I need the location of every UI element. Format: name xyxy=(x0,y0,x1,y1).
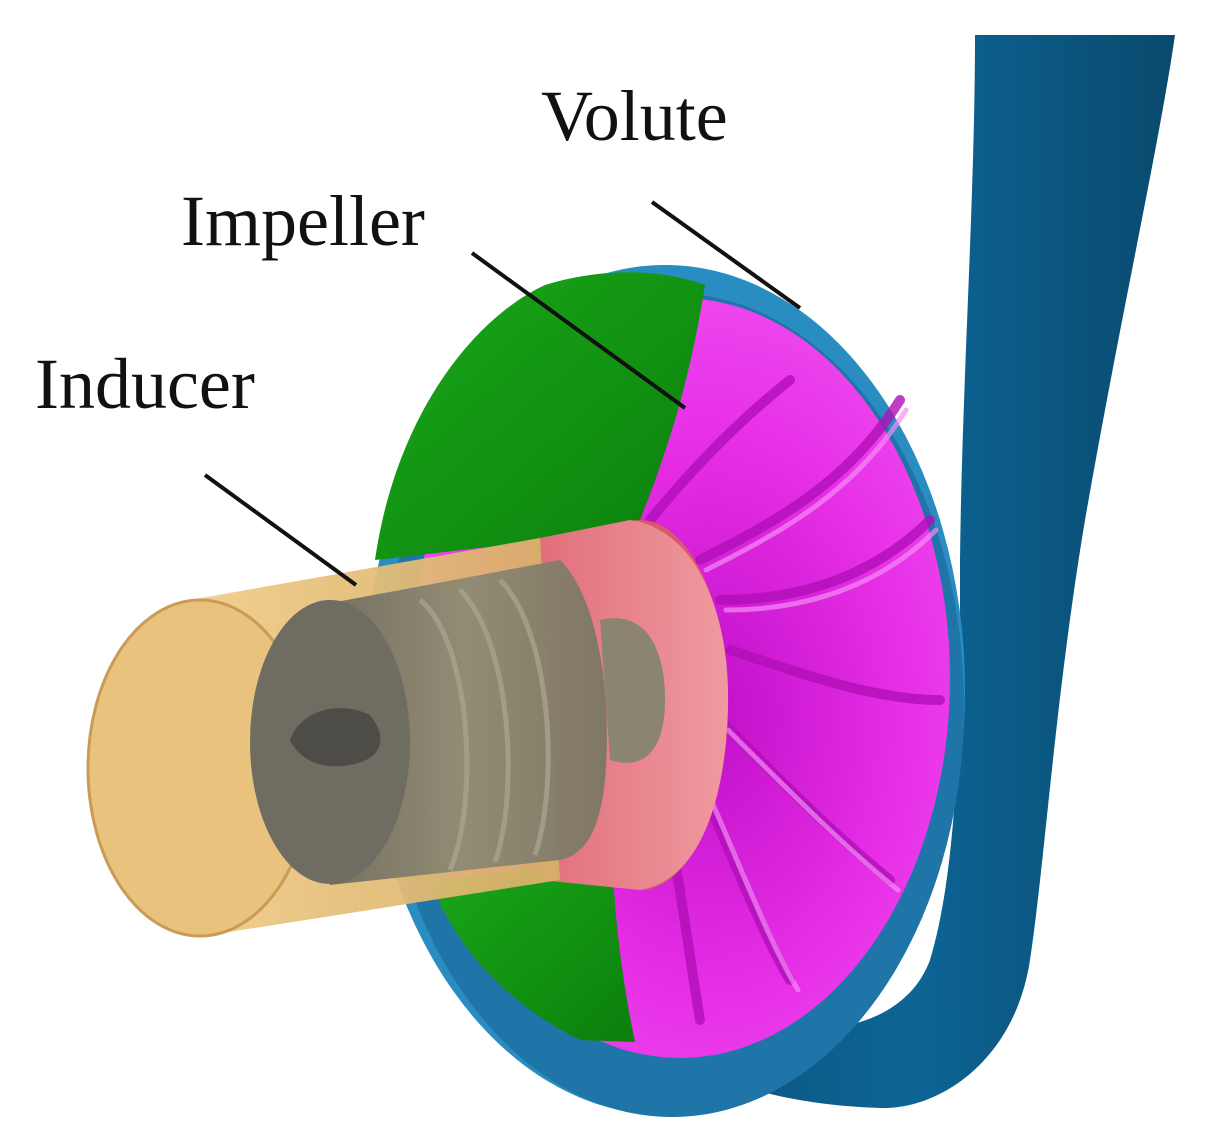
inlet-pipe-opening xyxy=(88,600,312,936)
volute-label: Volute xyxy=(541,76,728,156)
impeller-blade-highlights xyxy=(695,407,939,993)
impeller-leader-line xyxy=(470,251,687,410)
impeller-shroud-upper xyxy=(375,272,705,560)
inducer-blades xyxy=(418,578,551,871)
inducer-leader-line xyxy=(203,473,358,587)
volute-discharge-pipe xyxy=(640,35,1175,1109)
inducer-hub-nose xyxy=(290,708,381,767)
impeller-shroud-lower xyxy=(430,860,635,1042)
impeller-label: Impeller xyxy=(181,181,425,261)
shaft xyxy=(600,618,665,763)
inducer-label: Inducer xyxy=(35,344,255,424)
volute-leader-line xyxy=(650,200,802,310)
